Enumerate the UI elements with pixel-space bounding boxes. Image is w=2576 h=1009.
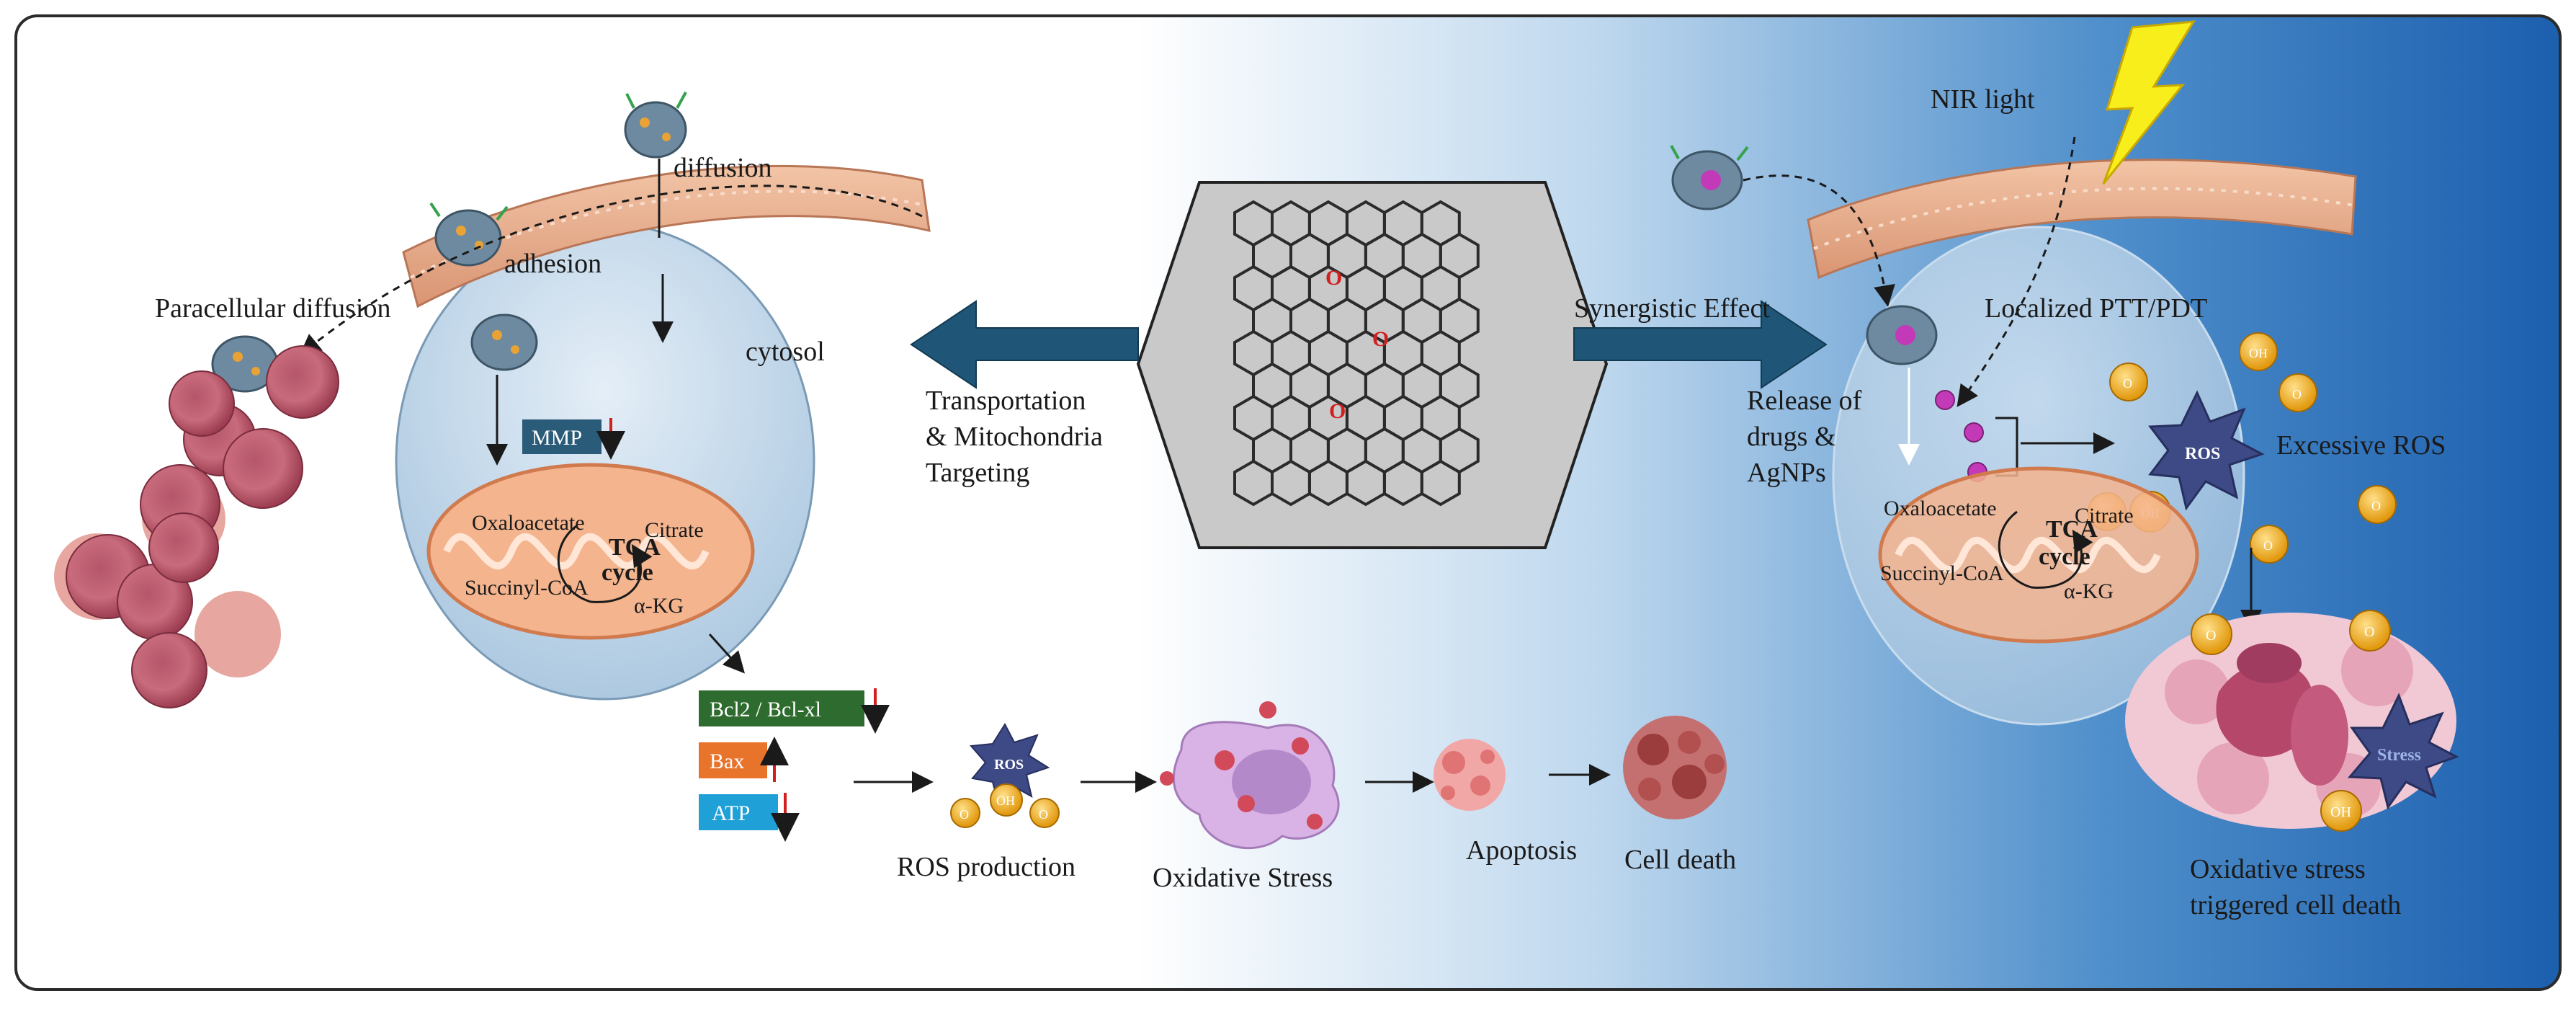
nanoparticle-3 — [470, 314, 538, 371]
nir-label: NIR light — [1931, 84, 2035, 115]
right-o2-4: O — [2371, 499, 2381, 513]
cell-death-label: Cell death — [1624, 845, 1736, 875]
transport-3: Targeting — [926, 458, 1029, 488]
oxidative-stress-label: Oxidative Stress — [1153, 863, 1333, 893]
bcl-label: Bcl2 / Bcl-xl — [710, 698, 821, 721]
lattice-hexagon — [1420, 459, 1461, 507]
ros-star-large — [2148, 390, 2265, 511]
right-succinyl: Succinyl-CoA — [1880, 561, 2004, 585]
label-adhesion: adhesion — [504, 249, 601, 279]
release-1: Release of — [1747, 386, 1862, 416]
label-cytosol: cytosol — [746, 337, 825, 367]
oxidative-stress-cell — [1160, 701, 1340, 850]
cell-death-cell — [1623, 716, 1727, 819]
left-citrate: Citrate — [645, 518, 704, 542]
stress-star — [2347, 693, 2459, 810]
ros-small-label: ROS — [994, 757, 1024, 773]
apoptosis-cell — [1434, 739, 1506, 811]
oxygen-2: O — [1372, 327, 1389, 351]
right-membrane — [1807, 159, 2357, 280]
graphene-hexagon — [1136, 181, 1609, 549]
right-nanoparticle-1 — [1670, 145, 1749, 210]
right-oxaloacetate: Oxaloacetate — [1884, 497, 1997, 520]
left-oxaloacetate: Oxaloacetate — [472, 511, 585, 535]
release-3: AgNPs — [1747, 458, 1826, 488]
final-label-2: triggered cell death — [2190, 890, 2401, 920]
transport-1: Transportation — [926, 386, 1086, 416]
nanoparticle-2 — [429, 202, 509, 267]
right-akg: α-KG — [2064, 579, 2114, 603]
right-o2-3: O — [2263, 538, 2273, 553]
bax-label: Bax — [710, 750, 744, 773]
cell-cluster — [54, 345, 339, 708]
synergistic-label: Synergistic Effect — [1574, 293, 1770, 324]
mmp-label: MMP — [532, 426, 582, 450]
left-tca-2: cycle — [601, 559, 653, 586]
release-2: drugs & — [1747, 422, 1836, 452]
right-tca-1: TCA — [2046, 516, 2098, 543]
left-akg: α-KG — [634, 594, 684, 618]
arrow-left — [910, 300, 1139, 389]
right-citrate: Citrate — [2075, 504, 2134, 528]
nanoparticle-1 — [624, 92, 687, 159]
label-diffusion: diffusion — [674, 153, 772, 183]
ros-o2-1: O — [960, 807, 969, 822]
oxygen-3: O — [1329, 399, 1346, 423]
ros-oh: OH — [996, 794, 1015, 808]
left-mitochondrion — [426, 463, 755, 640]
right-o2-1: O — [2123, 376, 2132, 391]
right-oh-1: OH — [2249, 346, 2268, 360]
oxygen-1: O — [1325, 266, 1342, 290]
bax-box — [699, 742, 767, 778]
right-mitochondrion — [1878, 466, 2199, 644]
ptt-label: Localized PTT/PDT — [1985, 293, 2207, 324]
bcl-box — [699, 690, 864, 726]
atp-box — [699, 794, 778, 830]
mmp-box — [522, 419, 601, 454]
right-o2-2: O — [2292, 387, 2302, 401]
stress-word: Stress — [2377, 746, 2421, 765]
final-label-1: Oxidative stress — [2190, 854, 2366, 884]
transport-2: & Mitochondria — [926, 422, 1103, 452]
excessive-ros-label: Excessive ROS — [2276, 430, 2446, 461]
label-paracellular: Paracellular diffusion — [155, 293, 390, 324]
dying-oxygen-balls — [2191, 610, 2391, 832]
left-membrane — [402, 164, 931, 308]
ros-production-label: ROS production — [897, 852, 1075, 882]
ros-o2-2: O — [1039, 807, 1048, 822]
graphene-lattice — [1233, 200, 1480, 507]
ros-large-label: ROS — [2185, 445, 2220, 463]
right-nanoparticle-2 — [1866, 305, 1938, 365]
apoptosis-label: Apoptosis — [1466, 835, 1577, 866]
nir-bolt — [2102, 20, 2196, 185]
atp-label: ATP — [712, 801, 750, 825]
dying-o2-1: O — [2206, 628, 2216, 644]
dying-oh: OH — [2330, 804, 2351, 820]
dying-o2-2: O — [2364, 624, 2374, 640]
arrow-right — [1573, 300, 1828, 389]
